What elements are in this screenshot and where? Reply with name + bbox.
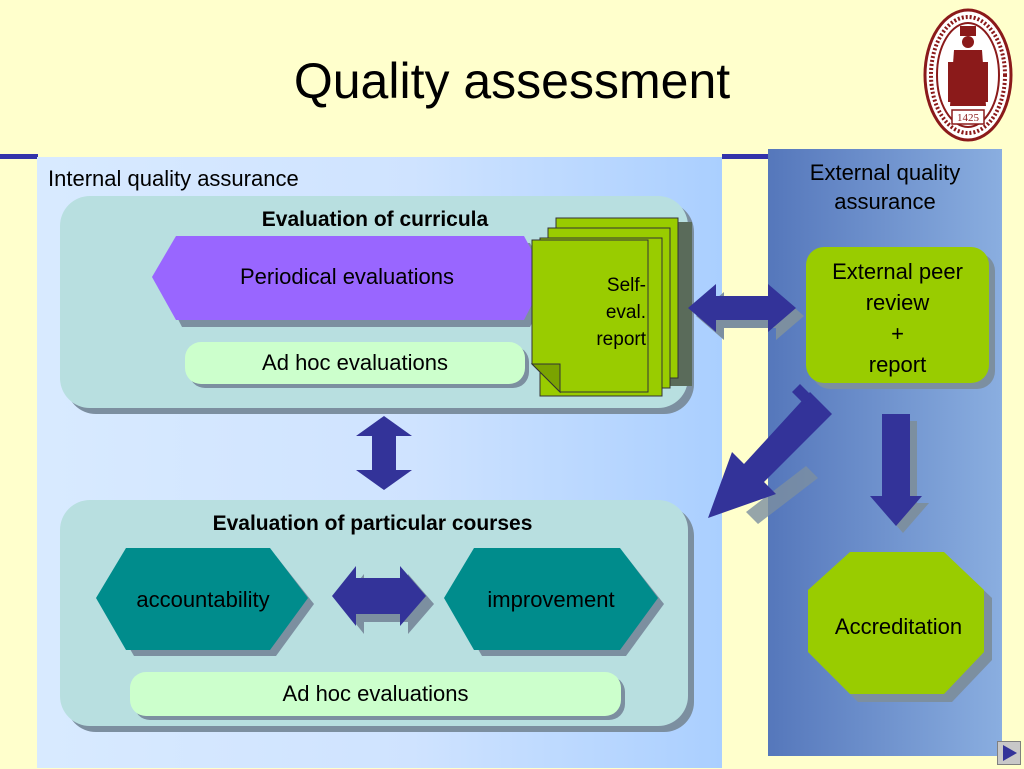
periodical-evaluations-label: Periodical evaluations: [239, 264, 455, 289]
external-peer-review-box: [806, 247, 989, 383]
external-qa-label-line1: External quality: [809, 160, 961, 185]
periodical-hexagon: [152, 236, 546, 320]
peer-line4: report: [868, 352, 927, 377]
seal-year: 1425: [957, 112, 980, 124]
self-eval-report-label: Self- eval. report: [560, 272, 646, 353]
peer-line3: +: [891, 321, 904, 346]
next-slide-button[interactable]: [997, 741, 1021, 765]
header-rule-left: [0, 154, 38, 159]
accreditation-label: Accreditation: [834, 614, 963, 639]
university-seal-logo: 1425: [923, 8, 1013, 142]
improvement-label: improvement: [487, 587, 615, 612]
external-qa-label-line2: assurance: [834, 189, 936, 214]
double-arrow-report-peer: [688, 284, 804, 340]
courses-heading: Evaluation of particular courses: [212, 512, 533, 535]
double-arrow-courses: [332, 566, 434, 634]
self-eval-line2: eval.: [605, 302, 646, 323]
diagonal-arrow-to-courses: [708, 384, 832, 524]
slide-title: Quality assessment: [293, 53, 731, 109]
down-arrow-to-accreditation: [870, 414, 929, 533]
external-qa-label: External quality assurance: [768, 158, 1002, 216]
peer-line2: review: [865, 290, 930, 315]
adhoc-evaluations-curricula: Ad hoc evaluations: [185, 342, 525, 384]
self-eval-line1: Self-: [606, 275, 646, 296]
accountability-label: accountability: [136, 587, 270, 612]
vertical-double-arrow: [356, 416, 412, 490]
external-peer-review-label: External peer review + report: [806, 256, 989, 380]
header-rule-right: [722, 154, 768, 159]
accreditation-octagon: [808, 552, 984, 694]
internal-qa-label: Internal quality assurance: [48, 166, 299, 191]
play-triangle-icon: [1003, 745, 1017, 761]
accountability-hexagon: [96, 548, 308, 650]
improvement-hexagon: [444, 548, 658, 650]
self-eval-report-stack: [530, 217, 692, 397]
curricula-heading: Evaluation of curricula: [261, 208, 489, 231]
peer-line1: External peer: [832, 259, 963, 284]
adhoc-evaluations-courses: Ad hoc evaluations: [130, 672, 621, 716]
self-eval-line3: report: [596, 329, 646, 350]
